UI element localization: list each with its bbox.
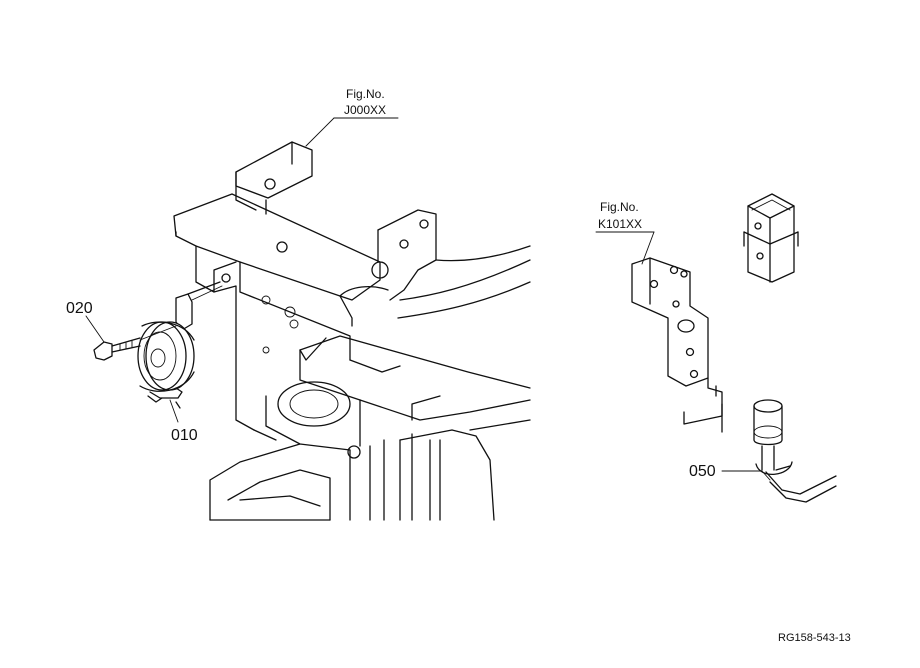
fig-ref-1-code: J000XX — [344, 103, 386, 117]
callout-050: 050 — [689, 463, 716, 480]
horn-assembly — [93, 281, 223, 409]
tractor-frame — [173, 141, 531, 521]
relay-unit — [743, 193, 799, 283]
callout-010: 010 — [171, 427, 198, 444]
fig-ref-2-code: K101XX — [598, 217, 642, 231]
fig-ref-1-title: Fig.No. — [346, 87, 385, 101]
drawing-code: RG158-543-13 — [778, 632, 851, 644]
part-050-assembly — [753, 399, 837, 503]
callout-020: 020 — [66, 300, 93, 317]
fig-ref-2-title: Fig.No. — [600, 200, 639, 214]
right-bracket — [631, 257, 723, 433]
leader-lines — [85, 117, 771, 481]
